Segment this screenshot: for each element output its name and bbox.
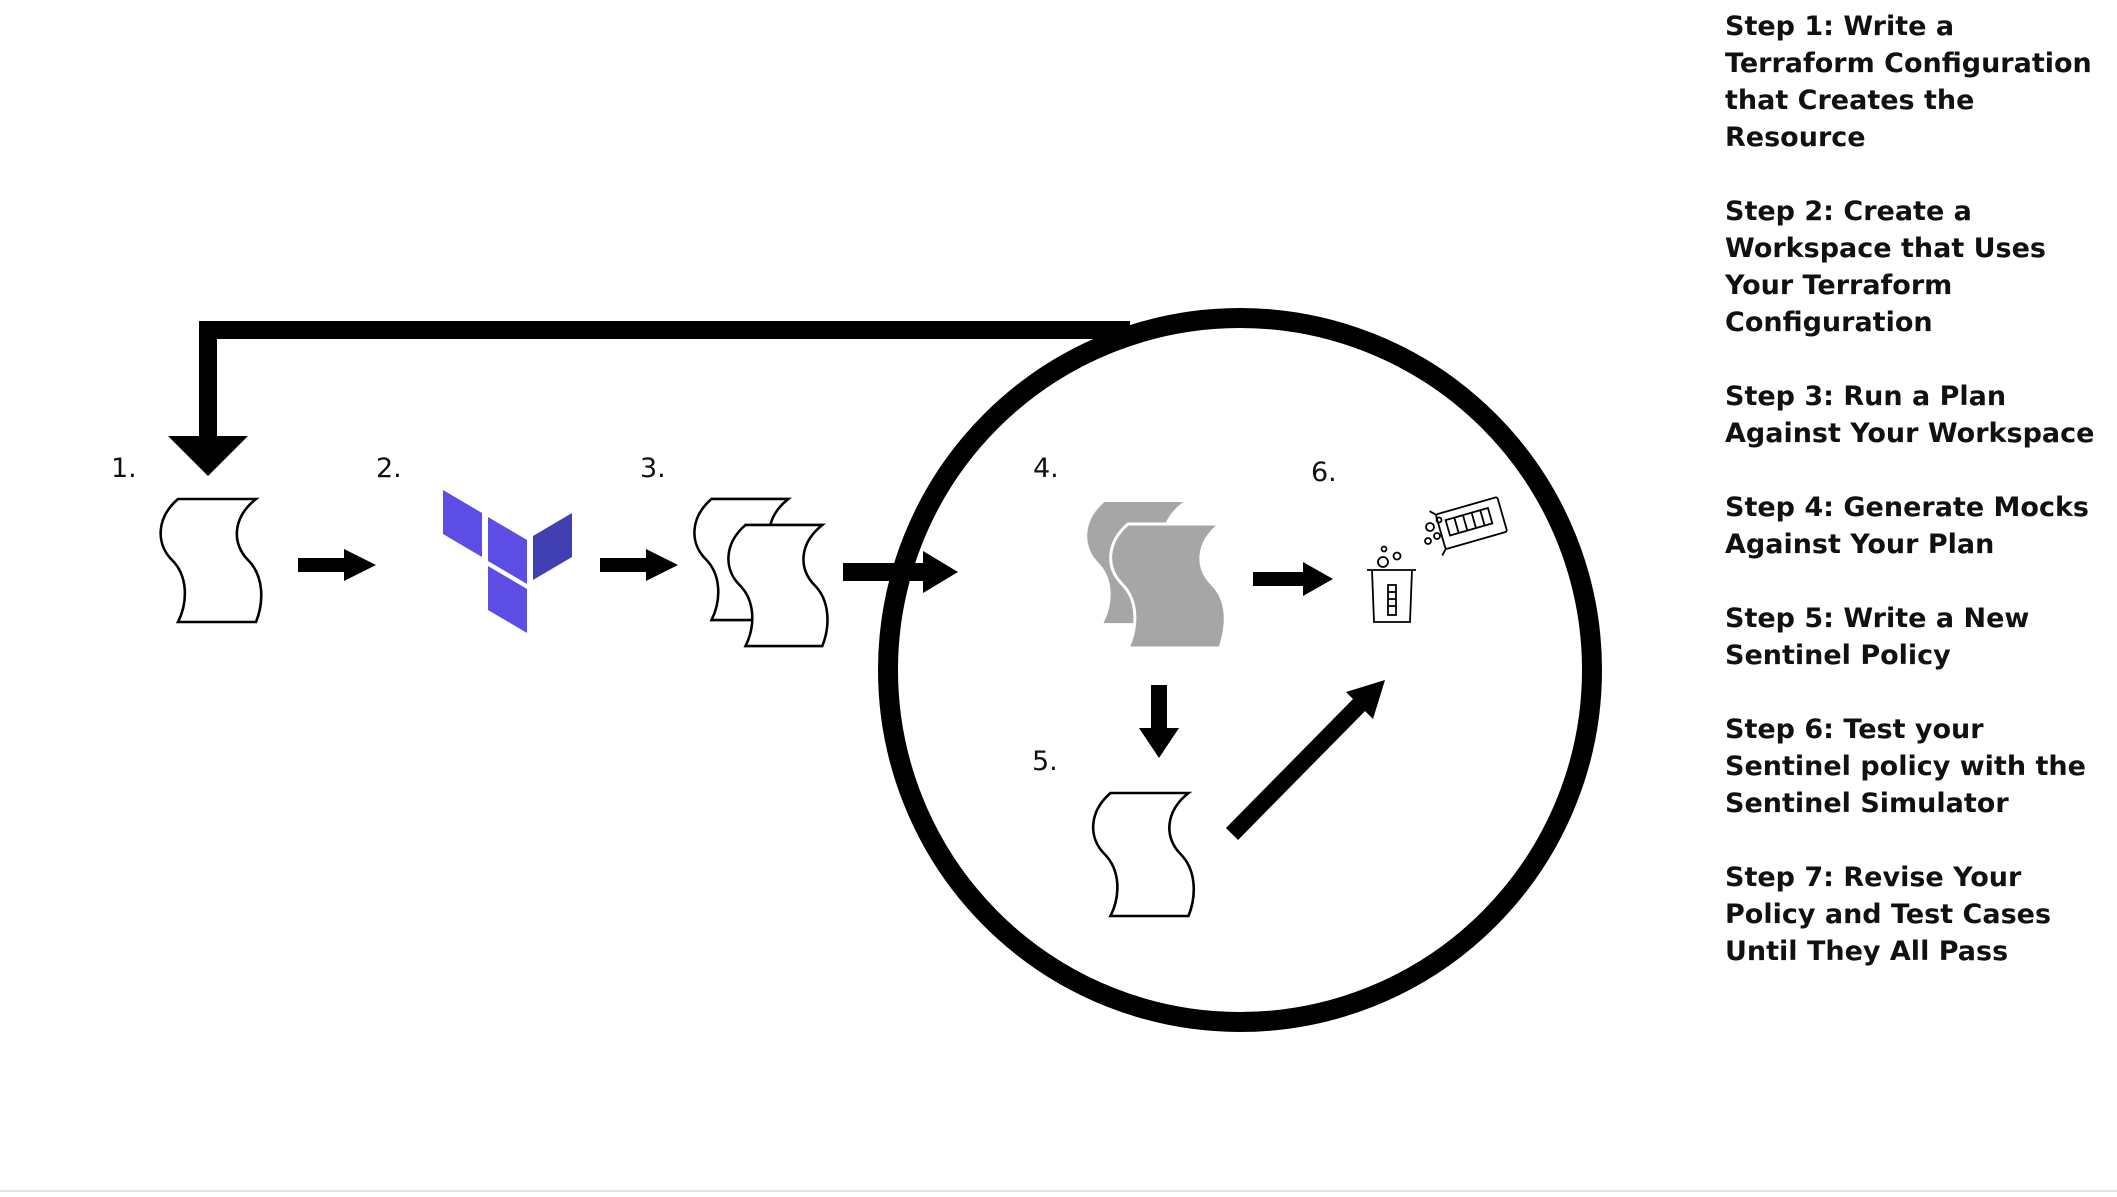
step-number-4: 4.	[1033, 453, 1059, 484]
steps-list: Step 1: Write a Terraform Configuration …	[1725, 8, 2105, 1007]
step-2-text: Step 2: Create a Workspace that Uses You…	[1725, 196, 2047, 338]
arrow-3-to-4	[843, 551, 958, 593]
terraform-logo-icon	[443, 490, 572, 633]
arrow-2-to-3	[600, 549, 678, 581]
bottom-divider	[0, 1190, 2117, 1192]
feedback-loop-arrow	[168, 321, 1130, 476]
step-6-text: Step 6: Test your Sentinel policy with t…	[1725, 714, 2086, 819]
step-7-text: Step 7: Revise Your Policy and Test Case…	[1725, 862, 2052, 967]
arrow-4-to-6	[1253, 562, 1333, 596]
step-3-text: Step 3: Run a Plan Against Your Workspac…	[1725, 381, 2095, 449]
plan-documents-icon	[692, 497, 830, 648]
simulator-lab-icon	[1367, 496, 1508, 623]
mock-testing-circle	[878, 308, 1602, 1032]
step-1-text: Step 1: Write a Terraform Configuration …	[1725, 11, 2092, 153]
step-number-2: 2.	[376, 453, 402, 484]
config-document-icon	[159, 497, 263, 624]
arrow-5-to-6	[1225, 680, 1385, 840]
step-4-text: Step 4: Generate Mocks Against Your Plan	[1725, 492, 2089, 560]
policy-document-icon	[1091, 791, 1196, 918]
step-number-5: 5.	[1032, 746, 1058, 777]
step-5-text: Step 5: Write a New Sentinel Policy	[1725, 603, 2030, 671]
step-number-3: 3.	[640, 453, 666, 484]
step-number-1: 1.	[111, 453, 137, 484]
mock-documents-icon	[1087, 501, 1227, 650]
arrow-1-to-2	[298, 549, 376, 581]
step-number-6: 6.	[1311, 457, 1337, 488]
arrow-4-to-5	[1139, 685, 1179, 758]
